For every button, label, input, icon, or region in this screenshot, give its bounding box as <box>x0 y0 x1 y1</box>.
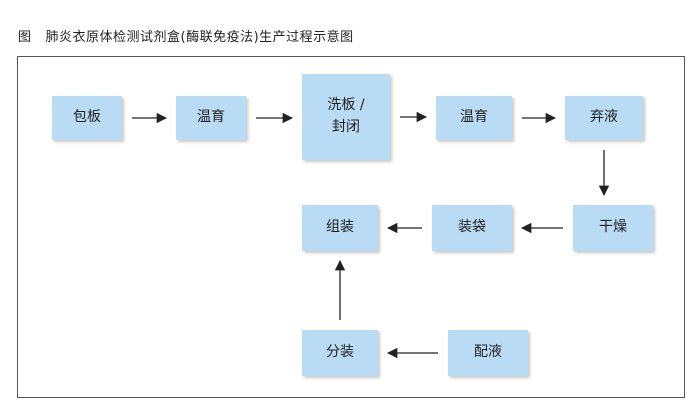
figure-label: 图 <box>18 30 32 45</box>
node-wenyu-2: 温育 <box>436 96 512 140</box>
node-wenyu-1: 温育 <box>176 96 246 140</box>
node-baoban: 包板 <box>52 96 122 140</box>
node-zuzhuang: 组装 <box>302 205 378 251</box>
node-ganzao: 干燥 <box>573 205 653 251</box>
node-fenzhuang: 分装 <box>302 330 378 376</box>
node-peiye: 配液 <box>448 330 528 376</box>
figure-title: 图肺炎衣原体检测试剂盒(酶联免疫法)生产过程示意图 <box>18 26 354 45</box>
diagram-frame <box>17 56 685 398</box>
figure-title-text: 肺炎衣原体检测试剂盒(酶联免疫法)生产过程示意图 <box>45 30 354 45</box>
node-zhuangdai: 装袋 <box>432 205 512 251</box>
node-xiban-fengbi: 洗板 / 封闭 <box>302 74 390 160</box>
node-qiye: 弃液 <box>565 96 643 140</box>
